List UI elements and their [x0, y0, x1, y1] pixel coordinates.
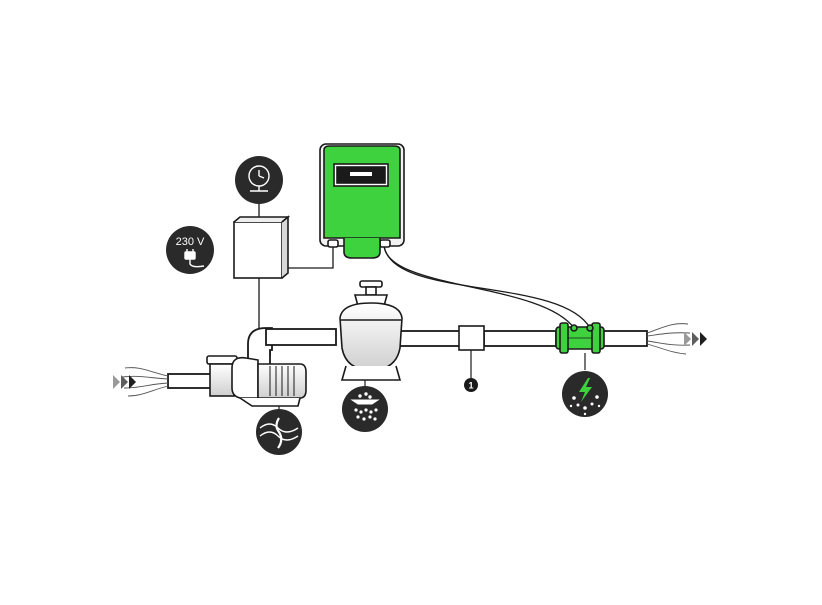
outlet-flow [646, 323, 707, 355]
sand-filter [339, 280, 403, 381]
control-wires [258, 200, 591, 330]
plug-icon [184, 249, 205, 268]
cell-badge [562, 353, 608, 417]
pipe-outlet [602, 330, 648, 347]
electrolysis-cell [555, 322, 605, 354]
filter-badge [342, 380, 388, 432]
pipe-after-sensor [483, 330, 557, 347]
clock-icon [248, 165, 270, 192]
sensor-unit [458, 325, 485, 378]
salt-chlorinator [319, 143, 405, 259]
wire-chlorinator-to-cell-a [383, 244, 575, 329]
sensor-number-badge: 1 [464, 378, 478, 392]
pipe-to-filter [265, 328, 337, 346]
power-voltage-label: 230 V [176, 236, 205, 248]
inlet-flow [113, 367, 169, 397]
timer-badge [235, 156, 283, 204]
power-badge: 230 V [166, 226, 214, 274]
triple-arrow-right-icon [113, 375, 136, 389]
sensor-number-label: 1 [468, 381, 473, 391]
pump-propeller-icon [259, 417, 299, 449]
electrolysis-bolt-icon [569, 378, 601, 416]
pump-badge [256, 406, 302, 455]
pipe-inlet [167, 373, 213, 389]
control-box [233, 215, 291, 279]
triple-arrow-right-icon [684, 332, 707, 346]
wire-controlbox-to-chlorinator [282, 245, 334, 269]
pool-pump [206, 355, 307, 407]
filter-shower-icon [350, 392, 380, 421]
wire-chlorinator-to-cell-b [383, 244, 591, 329]
pipe-after-filter [397, 330, 461, 347]
